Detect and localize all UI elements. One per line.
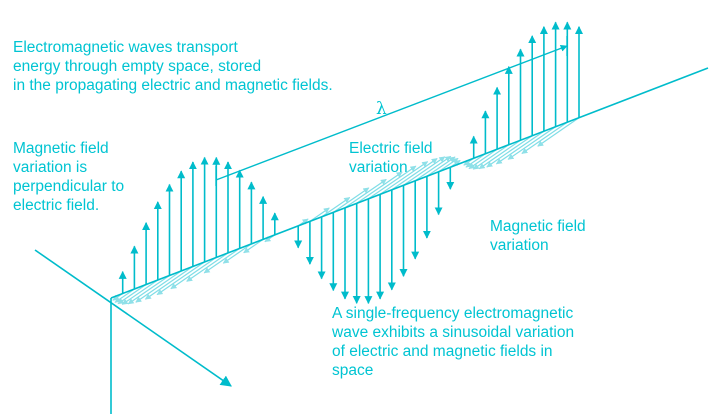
magnetic-field-arrow [486, 135, 533, 168]
magnetic-field-arrow [344, 178, 387, 209]
electric-field-label: Electric field variation [349, 140, 433, 176]
magnetic-field-arrow [507, 126, 556, 160]
magnetic-field-label: Magnetic field variation [490, 218, 586, 254]
magnetic-field-arrow [203, 247, 241, 274]
wavelength-marker [215, 36, 568, 186]
magnetic-field-arrow [144, 265, 194, 300]
magnetic-field-arrow [321, 197, 351, 218]
magnetic-field-arrows [112, 117, 580, 305]
magnetic-field-arrow [521, 121, 568, 154]
intro-text: Electromagnetic waves transport energy t… [13, 39, 333, 94]
magnetic-field-arrow [222, 243, 252, 264]
magnetic-field-arrow [537, 117, 580, 147]
magnetic-field-arrow [368, 165, 417, 200]
magnetic-field-arrow [309, 207, 330, 222]
magnetic-field-arrow [356, 171, 403, 204]
magnetic-field-arrow [135, 270, 182, 303]
magnetic-field-arrow [426, 156, 456, 177]
magnetic-perpendicular-label: Magnetic field variation is perpendicula… [13, 140, 125, 214]
summary-text: A single-frequency electromagnetic wave … [332, 305, 575, 379]
magnetic-field-arrow [495, 130, 545, 165]
electric-field-arrows [118, 21, 583, 305]
magnetic-field-arrow [403, 156, 446, 186]
magnetic-field-arrow [379, 161, 429, 195]
magnetic-field-arrow [332, 187, 370, 213]
magnetic-axis [34, 249, 232, 387]
magnetic-field-arrow [243, 238, 264, 254]
magnetic-field-arrow [156, 261, 205, 296]
magnetic-field-arrow [186, 252, 229, 282]
magnetic-field-arrow [127, 275, 170, 305]
magnetic-field-arrow [478, 139, 521, 170]
magnetic-field-arrow [170, 256, 217, 290]
magnetic-field-arrow [391, 158, 438, 191]
propagation-axis [110, 67, 709, 299]
wavelength-symbol: λ [376, 99, 387, 119]
magnetic-field-arrow [414, 155, 452, 182]
